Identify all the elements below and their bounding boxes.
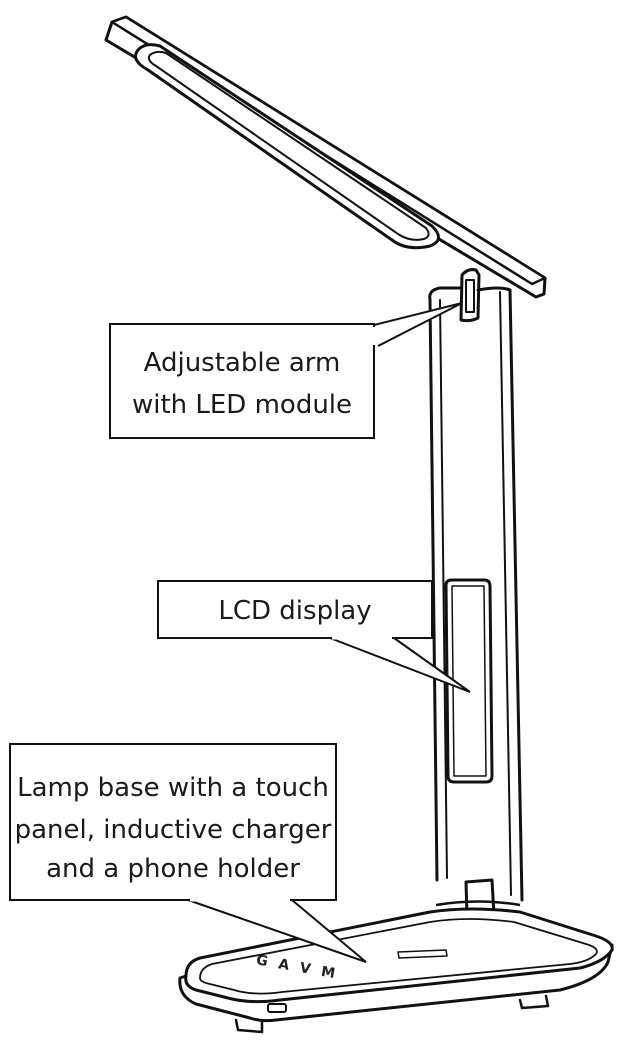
- callout-base-line1: Lamp base with a touch: [17, 773, 329, 803]
- lamp-stem: [428, 286, 524, 902]
- arm-hinge: [459, 268, 481, 323]
- lamp-head: [104, 15, 547, 299]
- callout-arm-line1: Adjustable arm: [144, 348, 341, 378]
- lcd-window: [444, 578, 494, 784]
- callout-lcd: LCD display: [157, 580, 471, 693]
- callout-base-line3: and a phone holder: [46, 854, 300, 884]
- lamp-base: [178, 907, 614, 1034]
- callout-arm: Adjustable arm with LED module: [109, 302, 463, 439]
- callout-arm-line2: with LED module: [132, 390, 352, 420]
- callout-lcd-line1: LCD display: [218, 596, 371, 626]
- callout-base-line2: panel, inductive charger: [15, 815, 332, 845]
- callout-base: Lamp base with a touch panel, inductive …: [9, 743, 367, 963]
